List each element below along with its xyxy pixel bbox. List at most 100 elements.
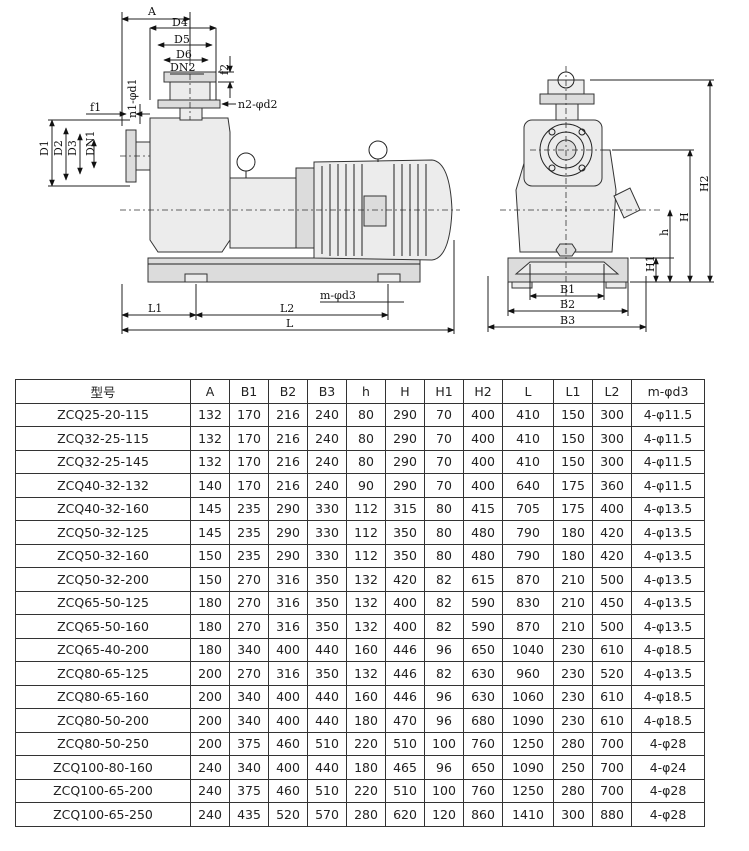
dim-label-D5: D5 (174, 33, 190, 46)
value-cell: 4-φ11.5 (631, 449, 705, 474)
value-cell: 350 (385, 543, 425, 568)
value-cell: 180 (553, 543, 593, 568)
value-cell: 4-φ13.5 (631, 496, 705, 521)
value-cell: 400 (268, 755, 308, 780)
value-cell: 112 (346, 520, 386, 545)
value-cell: 112 (346, 543, 386, 568)
value-cell: 150 (553, 402, 593, 427)
value-cell: 180 (346, 708, 386, 733)
dim-label-D2: D2 (52, 140, 65, 156)
value-cell: 80 (346, 449, 386, 474)
value-cell: 4-φ13.5 (631, 661, 705, 686)
value-cell: 760 (463, 731, 503, 756)
value-cell: 70 (424, 426, 464, 451)
value-cell: 290 (268, 543, 308, 568)
value-cell: 615 (463, 567, 503, 592)
column-header: L2 (592, 379, 632, 404)
value-cell: 170 (229, 473, 269, 498)
value-cell: 220 (346, 778, 386, 803)
side-view: A D4 D5 D6 DN2 f2 n1-φd1 n2-φd2 f1 D1 D2 (38, 5, 460, 334)
model-cell: ZCQ50-32-200 (15, 567, 191, 592)
value-cell: 500 (592, 567, 632, 592)
value-cell: 112 (346, 496, 386, 521)
value-cell: 4-φ18.5 (631, 637, 705, 662)
value-cell: 240 (190, 778, 230, 803)
value-cell: 450 (592, 590, 632, 615)
value-cell: 270 (229, 590, 269, 615)
value-cell: 230 (553, 661, 593, 686)
value-cell: 410 (502, 426, 554, 451)
value-cell: 180 (190, 614, 230, 639)
value-cell: 200 (190, 708, 230, 733)
value-cell: 790 (502, 520, 554, 545)
value-cell: 180 (553, 520, 593, 545)
value-cell: 170 (229, 426, 269, 451)
value-cell: 316 (268, 661, 308, 686)
value-cell: 630 (463, 661, 503, 686)
value-cell: 80 (424, 543, 464, 568)
value-cell: 400 (268, 637, 308, 662)
value-cell: 270 (229, 661, 269, 686)
value-cell: 240 (307, 402, 347, 427)
dim-label-L1: L1 (148, 302, 162, 315)
value-cell: 96 (424, 708, 464, 733)
value-cell: 400 (385, 590, 425, 615)
value-cell: 790 (502, 543, 554, 568)
value-cell: 500 (592, 614, 632, 639)
value-cell: 150 (553, 449, 593, 474)
dim-label-D6: D6 (176, 48, 192, 61)
value-cell: 100 (424, 731, 464, 756)
value-cell: 400 (268, 684, 308, 709)
dim-label-m-d3: m-φd3 (320, 289, 356, 302)
value-cell: 180 (346, 755, 386, 780)
value-cell: 330 (307, 520, 347, 545)
value-cell: 175 (553, 473, 593, 498)
value-cell: 400 (268, 708, 308, 733)
model-cell: ZCQ65-50-125 (15, 590, 191, 615)
dim-label-D1: D1 (38, 140, 51, 156)
value-cell: 4-φ11.5 (631, 426, 705, 451)
value-cell: 80 (424, 520, 464, 545)
value-cell: 216 (268, 402, 308, 427)
value-cell: 235 (229, 520, 269, 545)
value-cell: 510 (385, 778, 425, 803)
value-cell: 132 (346, 590, 386, 615)
value-cell: 4-φ18.5 (631, 708, 705, 733)
value-cell: 145 (190, 520, 230, 545)
model-cell: ZCQ100-65-250 (15, 802, 191, 827)
model-cell: ZCQ32-25-115 (15, 426, 191, 451)
value-cell: 860 (463, 802, 503, 827)
value-cell: 235 (229, 496, 269, 521)
value-cell: 316 (268, 614, 308, 639)
value-cell: 830 (502, 590, 554, 615)
value-cell: 610 (592, 684, 632, 709)
value-cell: 290 (268, 496, 308, 521)
model-cell: ZCQ40-32-160 (15, 496, 191, 521)
value-cell: 140 (190, 473, 230, 498)
value-cell: 145 (190, 496, 230, 521)
value-cell: 4-φ24 (631, 755, 705, 780)
value-cell: 80 (346, 402, 386, 427)
value-cell: 375 (229, 731, 269, 756)
column-header: A (190, 379, 230, 404)
value-cell: 280 (553, 778, 593, 803)
value-cell: 520 (592, 661, 632, 686)
value-cell: 160 (346, 637, 386, 662)
value-cell: 240 (190, 802, 230, 827)
value-cell: 4-φ13.5 (631, 543, 705, 568)
value-cell: 350 (307, 661, 347, 686)
value-cell: 4-φ18.5 (631, 684, 705, 709)
value-cell: 570 (307, 802, 347, 827)
value-cell: 96 (424, 637, 464, 662)
dim-label-B3: B3 (560, 314, 575, 327)
value-cell: 350 (307, 614, 347, 639)
value-cell: 300 (592, 426, 632, 451)
value-cell: 4-φ13.5 (631, 614, 705, 639)
